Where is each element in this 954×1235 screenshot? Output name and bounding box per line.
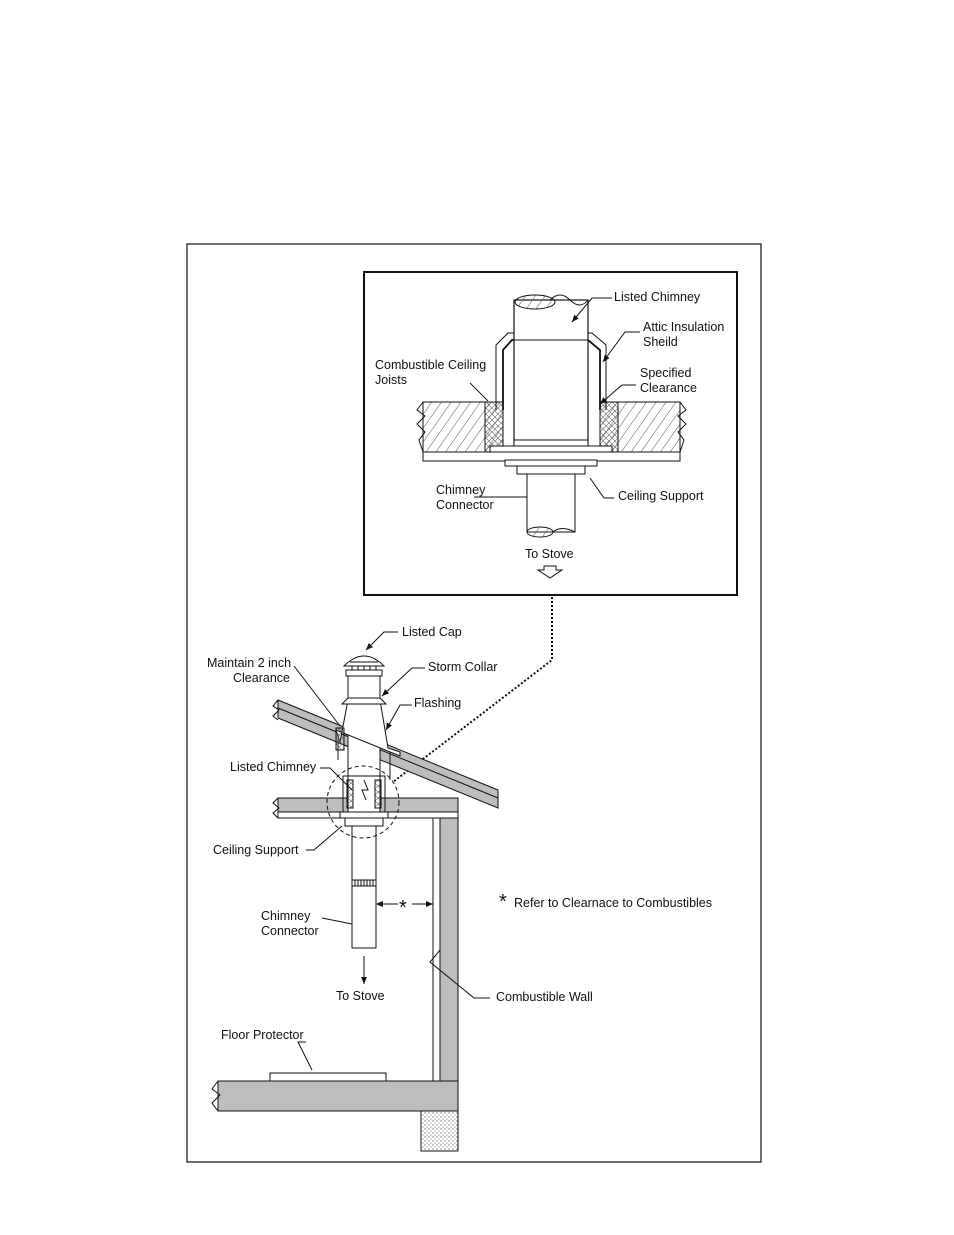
detail-label-joists-1: Combustible Ceiling [375,358,486,372]
label-combustible-wall: Combustible Wall [496,990,593,1004]
detail-inset: Listed Chimney Attic Insulation Sheild C… [363,271,738,596]
label-note: Refer to Clearnace to Combustibles [514,896,712,910]
label-listed-chimney: Listed Chimney [230,760,317,774]
detail-circle [326,765,400,839]
label-to-stove: To Stove [336,989,385,1003]
detail-label-clearance-1: Specified [640,366,691,380]
label-floor-protector: Floor Protector [221,1028,304,1042]
combustible-wall [439,817,459,1082]
detail-chimney-connector [526,473,576,533]
detail-label-attic-shield-2: Sheild [643,335,678,349]
roof [277,699,499,809]
detail-label-connector-1: Chimney [436,483,486,497]
listed-cap [342,655,386,667]
label-maintain-1: Maintain 2 inch [207,656,291,670]
label-flashing: Flashing [414,696,461,710]
detail-down-arrow [536,565,564,579]
foundation [420,1110,459,1152]
label-storm-collar: Storm Collar [428,660,497,674]
floor [217,1080,459,1112]
label-connector-1: Chimney [261,909,311,923]
label-listed-cap: Listed Cap [402,625,462,639]
detail-label-to-stove: To Stove [525,547,574,561]
detail-listed-chimney [513,299,589,447]
detail-label-ceiling-support: Ceiling Support [618,489,704,503]
label-maintain-2: Clearance [233,671,290,685]
detail-label-clearance-2: Clearance [640,381,697,395]
floor-protector [269,1072,387,1082]
note-asterisk: * [499,891,507,913]
detail-label-connector-2: Connector [436,498,494,512]
label-connector-2: Connector [261,924,319,938]
detail-callout-line [392,597,553,783]
label-ceiling-support: Ceiling Support [213,843,299,857]
clearance-asterisk: * [399,897,407,919]
detail-label-listed-chimney: Listed Chimney [614,290,701,304]
chimney-connector [351,825,377,949]
diagram-frame [186,243,762,1163]
detail-label-attic-shield-1: Attic Insulation [643,320,724,334]
detail-ceiling-support [489,445,613,453]
main-drawing: Listed Cap Maintain 2 inch Clearance Sto… [207,625,712,1152]
detail-label-joists-2: Joists [375,373,407,387]
